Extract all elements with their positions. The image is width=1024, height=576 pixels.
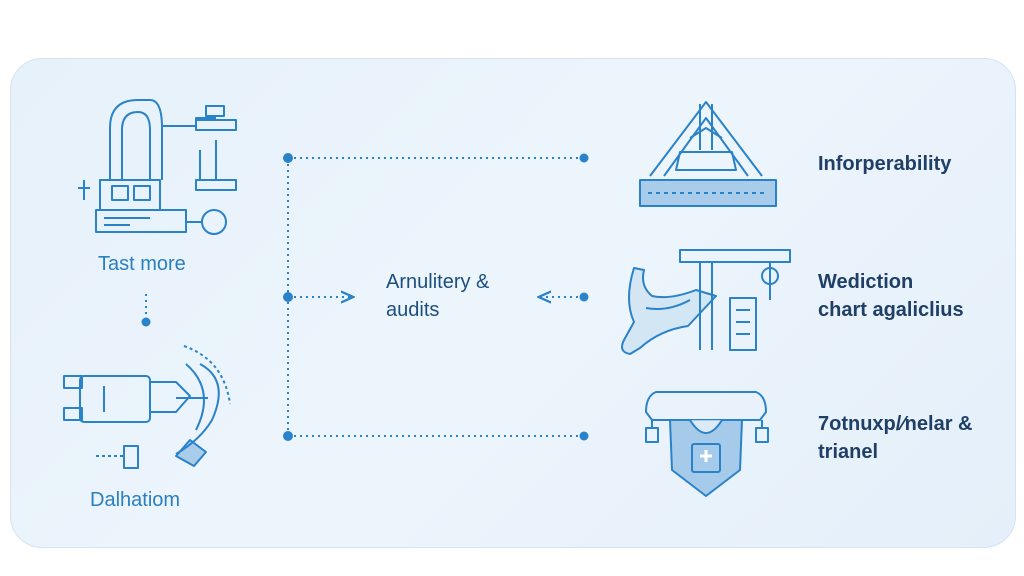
diagram-panel [10,58,1016,548]
connector-dots [141,153,589,441]
right-item-3-line2: trianel [818,441,879,463]
right-item-2-label: Wediction chart agaliclius [818,268,964,324]
medical-shield-icon [645,391,769,497]
left-top-label: Tast more [98,253,186,275]
prosthetic-device-icon [621,249,791,355]
right-item-2-line1: Wediction [818,271,914,293]
left-bottom-label: Dalhatiom [90,489,181,511]
connector-lines [145,157,584,437]
center-label-line2: audits [386,299,440,321]
center-label: Arnulitery & audits [386,268,489,324]
right-item-3-line1: 7otnuxp/⁄nelar & [818,413,973,435]
right-item-3-label: 7otnuxp/⁄nelar & trianel [818,410,972,466]
right-item-1-line1: Inforperability [818,153,952,175]
lab-equipment-icon [78,99,237,235]
right-item-1-label: Inforperability [818,150,951,178]
cable-plug-icon [63,345,231,469]
right-item-2-line2: chart agaliclius [818,299,964,321]
center-label-line1: Arnulitery & [386,271,490,293]
robotic-arm-icon [639,101,777,207]
